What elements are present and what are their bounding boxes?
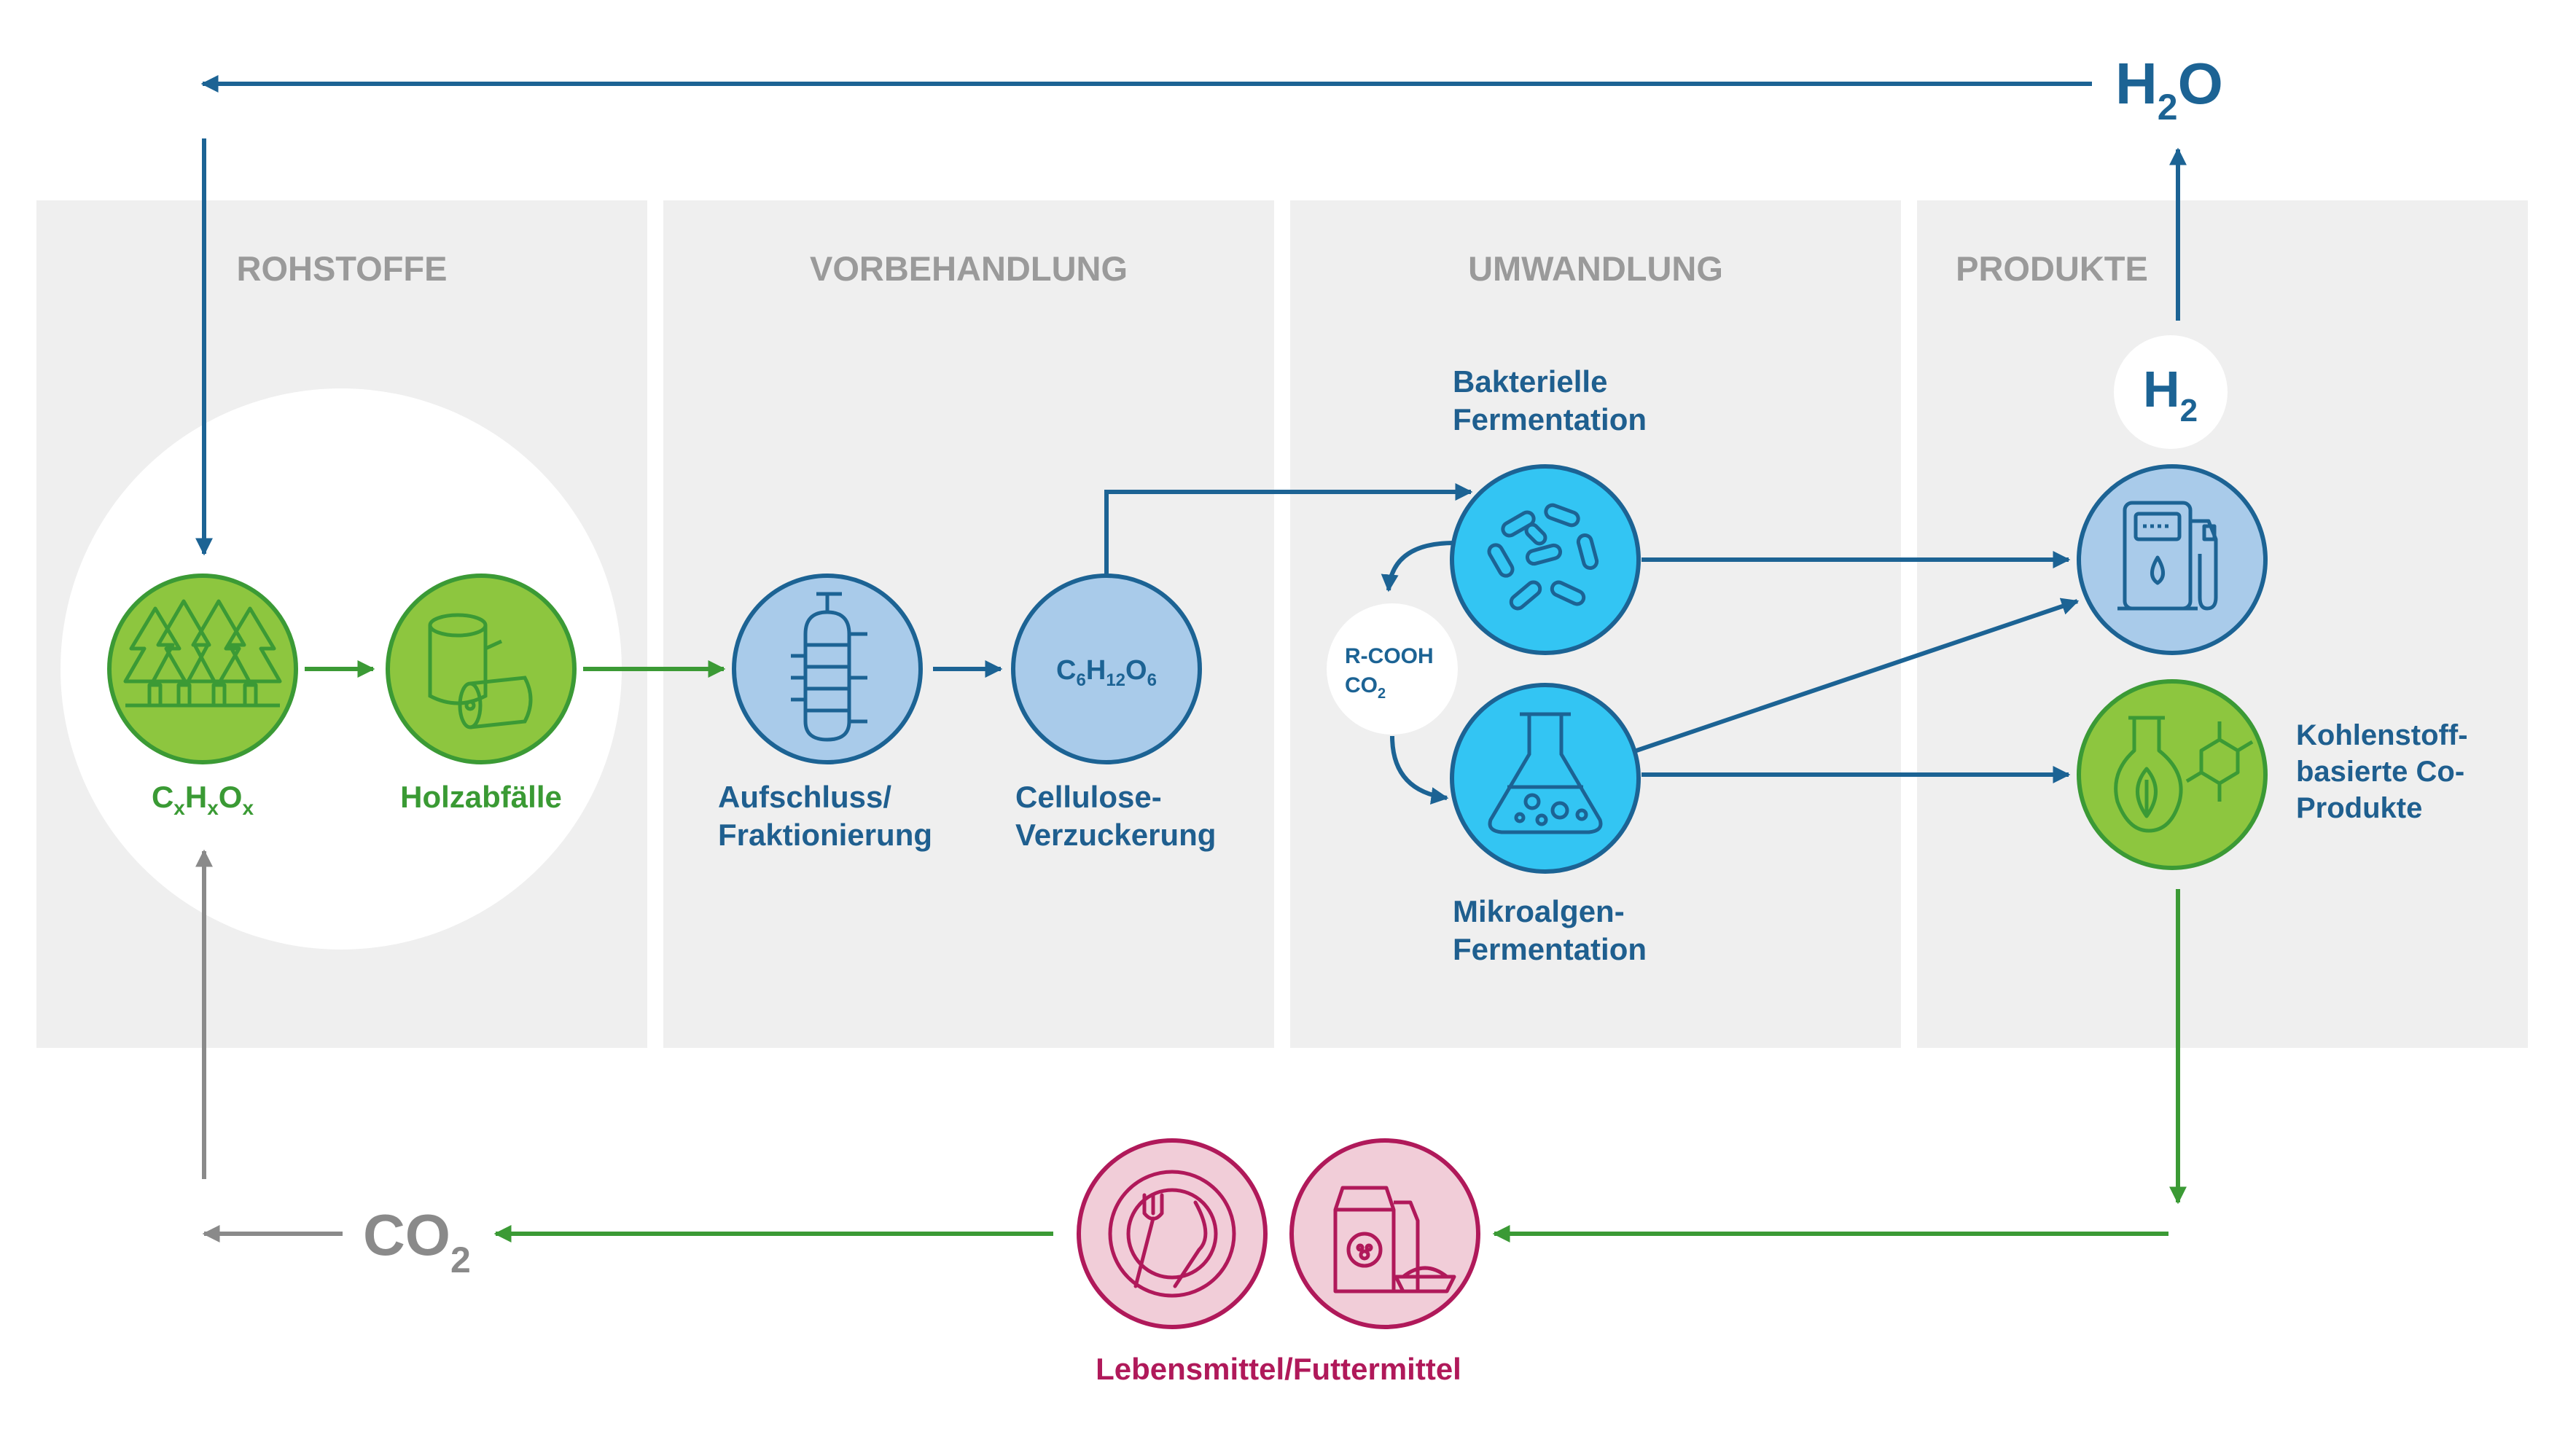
algae-to-h2-arrow xyxy=(1636,598,2080,753)
node-mikroalgen xyxy=(1450,683,1641,874)
plate-cutlery-icon xyxy=(1108,1170,1236,1298)
h2-bubble xyxy=(2114,335,2228,449)
node-holzabfaelle xyxy=(386,574,577,764)
wood-formula-label: CxHxOx xyxy=(152,780,254,819)
lebensmittel-label: Lebensmittel/Futtermittel xyxy=(1096,1352,1461,1386)
glucose-formula: C6H12O6 xyxy=(1056,655,1157,690)
forest-icon xyxy=(123,599,282,708)
node-lebensmittel xyxy=(1077,1138,1268,1329)
cellulose-to-bacteria-arrow xyxy=(1104,483,1473,574)
node-forest xyxy=(107,574,298,764)
kohlenstoff-label: Kohlenstoff-basierte Co-Produkte xyxy=(2296,719,2468,824)
bacteria-icon xyxy=(1487,503,1599,611)
node-futtermittel xyxy=(1289,1138,1480,1329)
node-coproducts xyxy=(2077,679,2268,870)
pet-food-icon xyxy=(1333,1186,1456,1293)
node-bakterielle xyxy=(1450,464,1641,655)
rcooh-label: R-COOH xyxy=(1345,644,1434,668)
mikroalgen-label: Mikroalgen-Fermentation xyxy=(1453,894,1647,966)
byproduct-bubble xyxy=(1327,603,1458,735)
section-title-produkte: PRODUKTE xyxy=(1956,249,2148,288)
reactor-column-icon xyxy=(791,592,867,742)
node-cellulose: C6H12O6 xyxy=(1011,574,1202,764)
section-title-umwandlung: UMWANDLUNG xyxy=(1468,249,1723,288)
node-h2-fuel xyxy=(2077,464,2268,655)
co2-label: CO2 xyxy=(363,1202,471,1280)
bacteria-to-byproduct-arrow xyxy=(1381,541,1455,592)
aufschluss-label: Aufschluss/Fraktionierung xyxy=(718,780,932,852)
leaf-flask-molecule-icon xyxy=(2114,716,2254,833)
logs-icon xyxy=(428,613,533,729)
section-title-vorbehandlung: VORBEHANDLUNG xyxy=(810,249,1128,288)
h2-label: H2 xyxy=(2143,361,2198,428)
node-aufschluss xyxy=(732,574,923,764)
cellulose-label: Cellulose-Verzuckerung xyxy=(1015,780,1216,852)
holz-label: Holzabfälle xyxy=(400,780,562,814)
section-title-rohstoffe: ROHSTOFFE xyxy=(237,249,448,288)
h2o-label: H2O xyxy=(2115,51,2223,128)
byproduct-to-algae-arrow xyxy=(1390,735,1449,805)
fuel-pump-icon xyxy=(2117,501,2218,611)
flask-icon xyxy=(1488,712,1603,834)
co2-small-label: CO2 xyxy=(1345,673,1386,702)
